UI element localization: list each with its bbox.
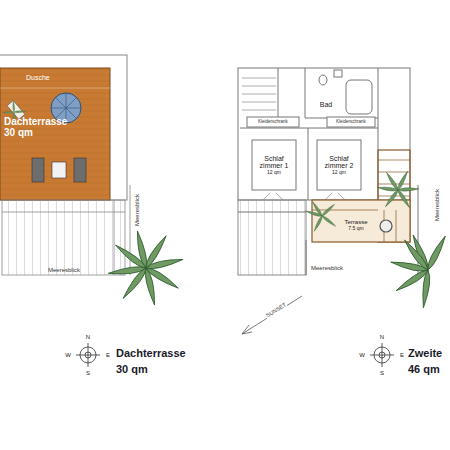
room-area: 7.5 qm	[348, 226, 363, 232]
compass-rose	[76, 343, 100, 367]
compass-letter: N	[380, 334, 384, 341]
plan-caption: Dachterrasse	[116, 347, 186, 359]
room-box: Schlaf zimmer 112 qm	[252, 140, 296, 190]
compass-letter: S	[86, 370, 90, 377]
room-name: Kleiderschrank	[336, 120, 366, 125]
view-label: Meeresblick	[434, 188, 441, 222]
plan-caption: 46 qm	[408, 363, 440, 375]
room-name: Schlaf zimmer 1	[254, 155, 294, 170]
room-name: Kleiderschrank	[258, 120, 288, 125]
palm-tree	[108, 230, 184, 306]
room-box: Terrasse7.5 qm	[336, 212, 376, 238]
view-label: Meeresblick	[48, 267, 80, 274]
pergola	[312, 150, 410, 242]
palm-tree	[377, 171, 419, 209]
compass-letter: E	[400, 352, 404, 359]
room-name: Schlaf zimmer 2	[319, 155, 359, 170]
room-box: Kleiderschrank	[247, 117, 299, 127]
palm-tree	[390, 234, 449, 309]
palm-tree	[305, 201, 336, 232]
terrace-area: DuscheDachterrasse 30 qm	[0, 68, 110, 200]
plan-caption: 30 qm	[116, 363, 148, 375]
compass-letter: W	[65, 352, 71, 359]
second-floor-plan	[238, 68, 418, 275]
room-box: Schlaf zimmer 212 qm	[317, 140, 361, 190]
compass-letter: W	[359, 352, 365, 359]
roof-terrace-plan	[0, 55, 130, 275]
room-name: Terrasse	[344, 219, 367, 226]
compass-rose	[370, 343, 394, 367]
compass-letter: S	[380, 370, 384, 377]
room-name: Dusche	[26, 74, 50, 82]
view-label: Meeresblick	[134, 193, 141, 227]
sunset-arrow	[242, 296, 302, 334]
room-name: Bad	[320, 101, 332, 109]
view-label: Meeresblick	[311, 265, 343, 272]
room-box: Kleiderschrank	[327, 117, 375, 127]
room-box: Bad	[309, 96, 343, 114]
compass-letter: N	[86, 334, 90, 341]
direction-label: SUNSET	[264, 301, 288, 319]
room-area: 12 qm	[332, 170, 346, 176]
room-area: 12 qm	[267, 170, 281, 176]
room-area: Dachterrasse 30 qm	[4, 116, 58, 138]
plan-caption: Zweite	[408, 347, 442, 359]
compass-letter: E	[106, 352, 110, 359]
